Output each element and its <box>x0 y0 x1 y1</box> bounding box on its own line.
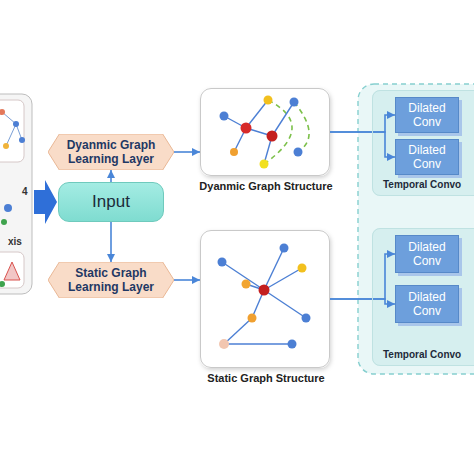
dynamic-graph-art <box>220 96 310 169</box>
drawing-shape <box>260 160 269 169</box>
drawing-shape <box>220 112 229 121</box>
drawing-shape <box>0 109 5 115</box>
temporal-group: Temporal ConvoDilated ConvDilated Conv <box>372 90 474 196</box>
flow-arrow <box>110 222 112 262</box>
axis-label: xis <box>8 236 22 247</box>
temporal-group: Temporal ConvoDilated ConvDilated Conv <box>372 228 474 366</box>
flow-arrow <box>330 132 395 157</box>
drawing-shape <box>222 262 264 290</box>
drawing-shape <box>264 100 292 164</box>
drawing-shape <box>302 314 311 323</box>
group-ground <box>372 90 474 196</box>
conv-box: Dilated Conv <box>395 97 459 133</box>
node-text: Input <box>92 192 130 212</box>
drawing-shape <box>264 290 306 318</box>
node-text: Dyanmic Graph Learning Layer <box>62 138 160 166</box>
panel-ground <box>200 88 330 176</box>
drawing-shape <box>13 121 19 127</box>
input-panel <box>0 94 32 294</box>
hexagon-outline <box>48 262 174 298</box>
conv-box: Dilated Conv <box>395 139 459 175</box>
node-text: Dilated Conv <box>400 240 454 268</box>
flow-arrow <box>330 115 395 132</box>
drawing-shape <box>248 314 257 323</box>
drawing-shape <box>6 124 16 146</box>
layer-hexagon: Static Graph Learning Layer <box>48 262 174 298</box>
input-arrow <box>34 180 57 224</box>
group-title: Temporal Convo <box>383 349 461 360</box>
drawing-shape <box>1 219 7 225</box>
drawing-shape <box>264 96 273 105</box>
flow-arrow <box>174 151 200 153</box>
axis-label: 4 <box>22 186 28 197</box>
drawing-shape <box>19 137 25 143</box>
graph-panel: Static Graph Structure <box>200 230 330 368</box>
drawing-shape <box>3 143 9 149</box>
drawing-shape <box>230 148 238 156</box>
drawing-shape <box>294 148 303 157</box>
hexagon-outline <box>48 134 174 170</box>
flow-arrow <box>174 279 200 281</box>
drawing-shape <box>294 102 309 152</box>
node-text: Static Graph Learning Layer <box>62 266 160 294</box>
panel-title: Dyanmic Graph Structure <box>181 180 351 192</box>
temporal-region <box>358 84 474 374</box>
drawing-shape <box>290 98 299 107</box>
drawing-shape <box>242 280 251 289</box>
drawing-shape <box>4 262 20 280</box>
node-text: Dilated Conv <box>400 101 454 129</box>
flow-arrow <box>110 170 112 182</box>
drawing-shape <box>219 339 229 349</box>
drawing-shape <box>298 264 307 273</box>
drawing-shape <box>224 318 252 344</box>
drawing-shape <box>4 204 12 212</box>
drawing-shape <box>288 340 297 349</box>
drawing-shape <box>241 123 252 134</box>
flow-arrow <box>330 299 395 304</box>
layer-hexagon: Dyanmic Graph Learning Layer <box>48 134 174 170</box>
drawing-shape <box>280 244 289 253</box>
graph-panel: Dyanmic Graph Structure <box>200 88 330 176</box>
group-title: Temporal Convo <box>383 179 461 190</box>
panel-ground <box>200 230 330 368</box>
node-text: Dilated Conv <box>400 290 454 318</box>
input-box: Input <box>58 182 164 222</box>
flow-arrow <box>330 254 395 299</box>
drawing-shape <box>0 281 5 287</box>
drawing-shape <box>0 100 24 162</box>
group-ground <box>372 228 474 366</box>
drawing-shape <box>267 131 278 142</box>
drawing-shape <box>218 258 227 267</box>
drawing-shape <box>0 94 32 294</box>
drawing-shape <box>264 268 302 290</box>
drawing-shape <box>224 343 292 344</box>
node-text: Dilated Conv <box>400 143 454 171</box>
static-graph-art <box>218 244 311 350</box>
conv-box: Dilated Conv <box>395 285 459 323</box>
panel-title: Static Graph Structure <box>181 372 351 384</box>
conv-box: Dilated Conv <box>395 235 459 273</box>
drawing-shape <box>272 102 294 136</box>
drawing-shape <box>259 285 270 296</box>
drawing-shape <box>0 252 24 288</box>
